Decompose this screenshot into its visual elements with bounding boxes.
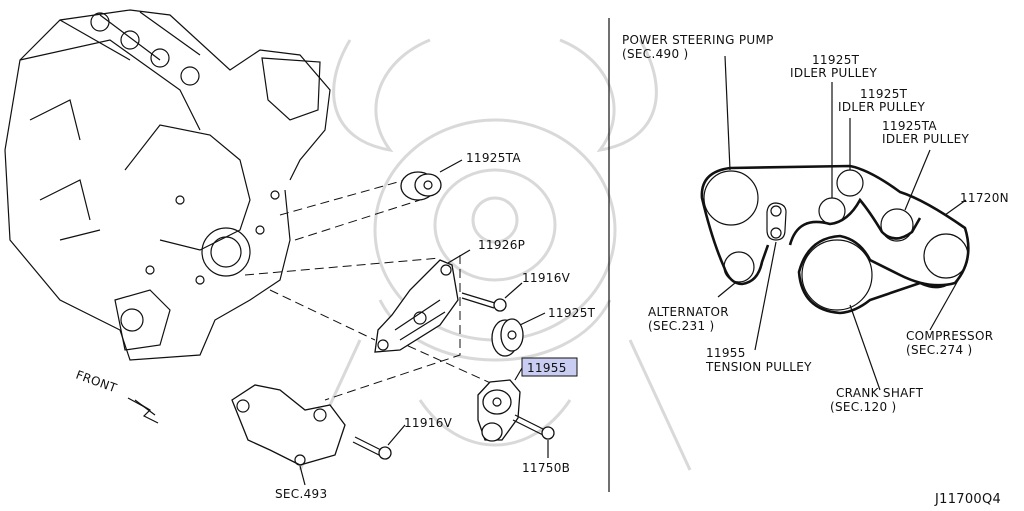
figure-id: J11700Q4 — [934, 492, 1001, 507]
belt-routing-diagram — [703, 169, 969, 311]
front-arrow-icon — [127, 397, 159, 424]
label-compressor-sec: (SEC.274 ) — [906, 343, 972, 357]
label-11925t: 11925T — [548, 306, 596, 320]
idler-pulley-11925ta — [400, 171, 442, 201]
leader-lines — [717, 55, 967, 391]
label-crank-sec: (SEC.120 ) — [830, 400, 896, 414]
bolt-11750b — [512, 414, 555, 440]
label-tension-code: 11955 — [706, 346, 746, 360]
belt-11720n — [700, 164, 970, 315]
bracket-sec493 — [231, 384, 346, 466]
label-11916v-upper: 11916V — [522, 271, 571, 285]
bracket-11926p — [374, 259, 459, 353]
label-alternator: ALTERNATOR — [648, 305, 729, 319]
assembly-lines — [244, 179, 496, 401]
bolt-11916v-upper — [461, 292, 507, 312]
label-idler1-name: IDLER PULLEY — [790, 66, 877, 80]
label-11916v-lower: 11916V — [404, 416, 453, 430]
highlight-box — [521, 357, 578, 377]
label-front: FRONT — [74, 368, 119, 396]
label-idler1-code: 11925T — [812, 53, 860, 67]
label-11926p: 11926P — [478, 238, 525, 252]
label-idler2-name: IDLER PULLEY — [838, 100, 925, 114]
label-tension-name: TENSION PULLEY — [705, 360, 812, 374]
label-ps-pump-sec: (SEC.490 ) — [622, 47, 688, 61]
idler-pulley-11925t — [491, 318, 524, 357]
label-11955: 11955 — [527, 361, 567, 375]
label-belt-11720n: 11720N — [960, 191, 1009, 205]
label-compressor: COMPRESSOR — [906, 329, 993, 343]
bolt-11916v-lower — [352, 436, 392, 460]
label-idler3-code: 11925TA — [882, 119, 937, 133]
label-sec493: SEC.493 — [275, 487, 327, 501]
label-11750b: 11750B — [522, 461, 570, 475]
label-11925ta: 11925TA — [466, 151, 521, 165]
label-idler3-name: IDLER PULLEY — [882, 132, 969, 146]
label-ps-pump: POWER STEERING PUMP — [622, 33, 774, 47]
engine-block — [4, 9, 331, 361]
tension-pulley-11955 — [477, 379, 521, 442]
label-crank: CRANK SHAFT — [836, 386, 924, 400]
label-idler2-code: 11925T — [860, 87, 908, 101]
label-alternator-sec: (SEC.231 ) — [648, 319, 714, 333]
